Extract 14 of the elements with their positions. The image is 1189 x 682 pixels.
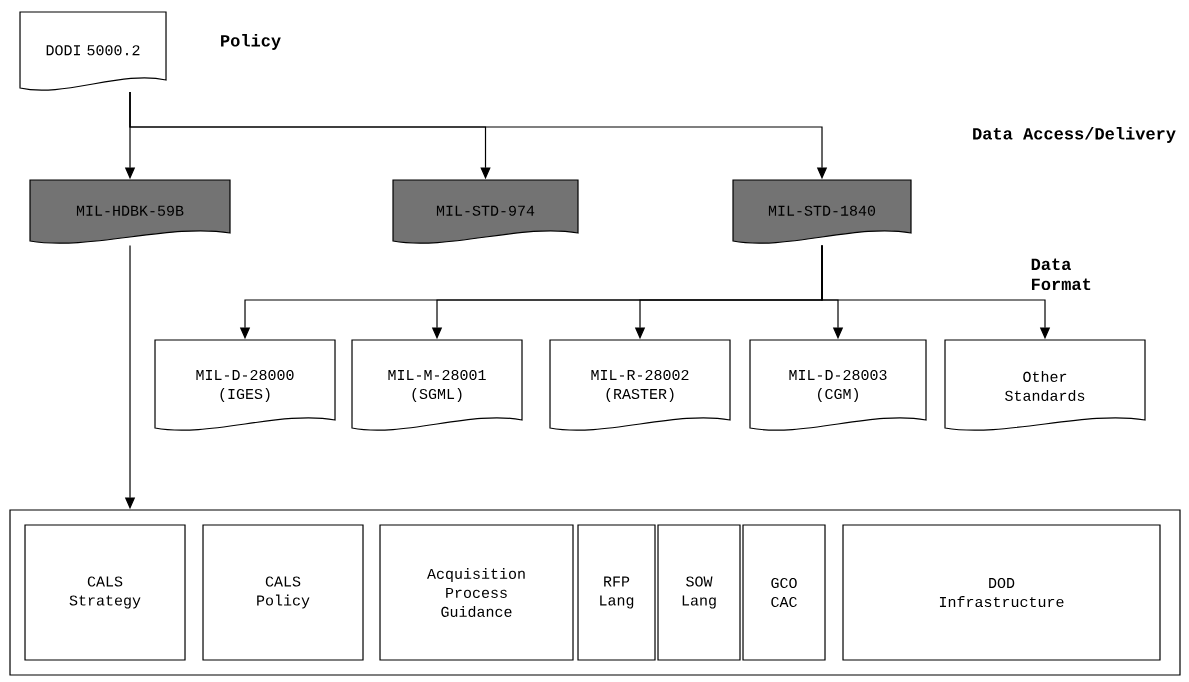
process-box: RFP Lang [577,524,656,661]
shaded-document: MIL-HDBK-59B [29,179,231,244]
process-box [9,509,1181,676]
shaded-document: MIL-STD-974 [392,179,579,244]
process-box: CALS Policy [202,524,364,661]
process-box: Acquisition Process Guidance [379,524,574,661]
section-label: Data Access/Delivery [973,127,1176,143]
process-box: CALS Strategy [24,524,186,661]
shaded-document: MIL-STD-1840 [732,179,912,244]
section-label: Data Format [1031,258,1091,291]
side-label: Policy [221,34,281,50]
process-box: SOW Lang [657,524,741,661]
process-box: DOD Infrastructure [842,524,1161,661]
process-box: GCO CAC [742,524,826,661]
